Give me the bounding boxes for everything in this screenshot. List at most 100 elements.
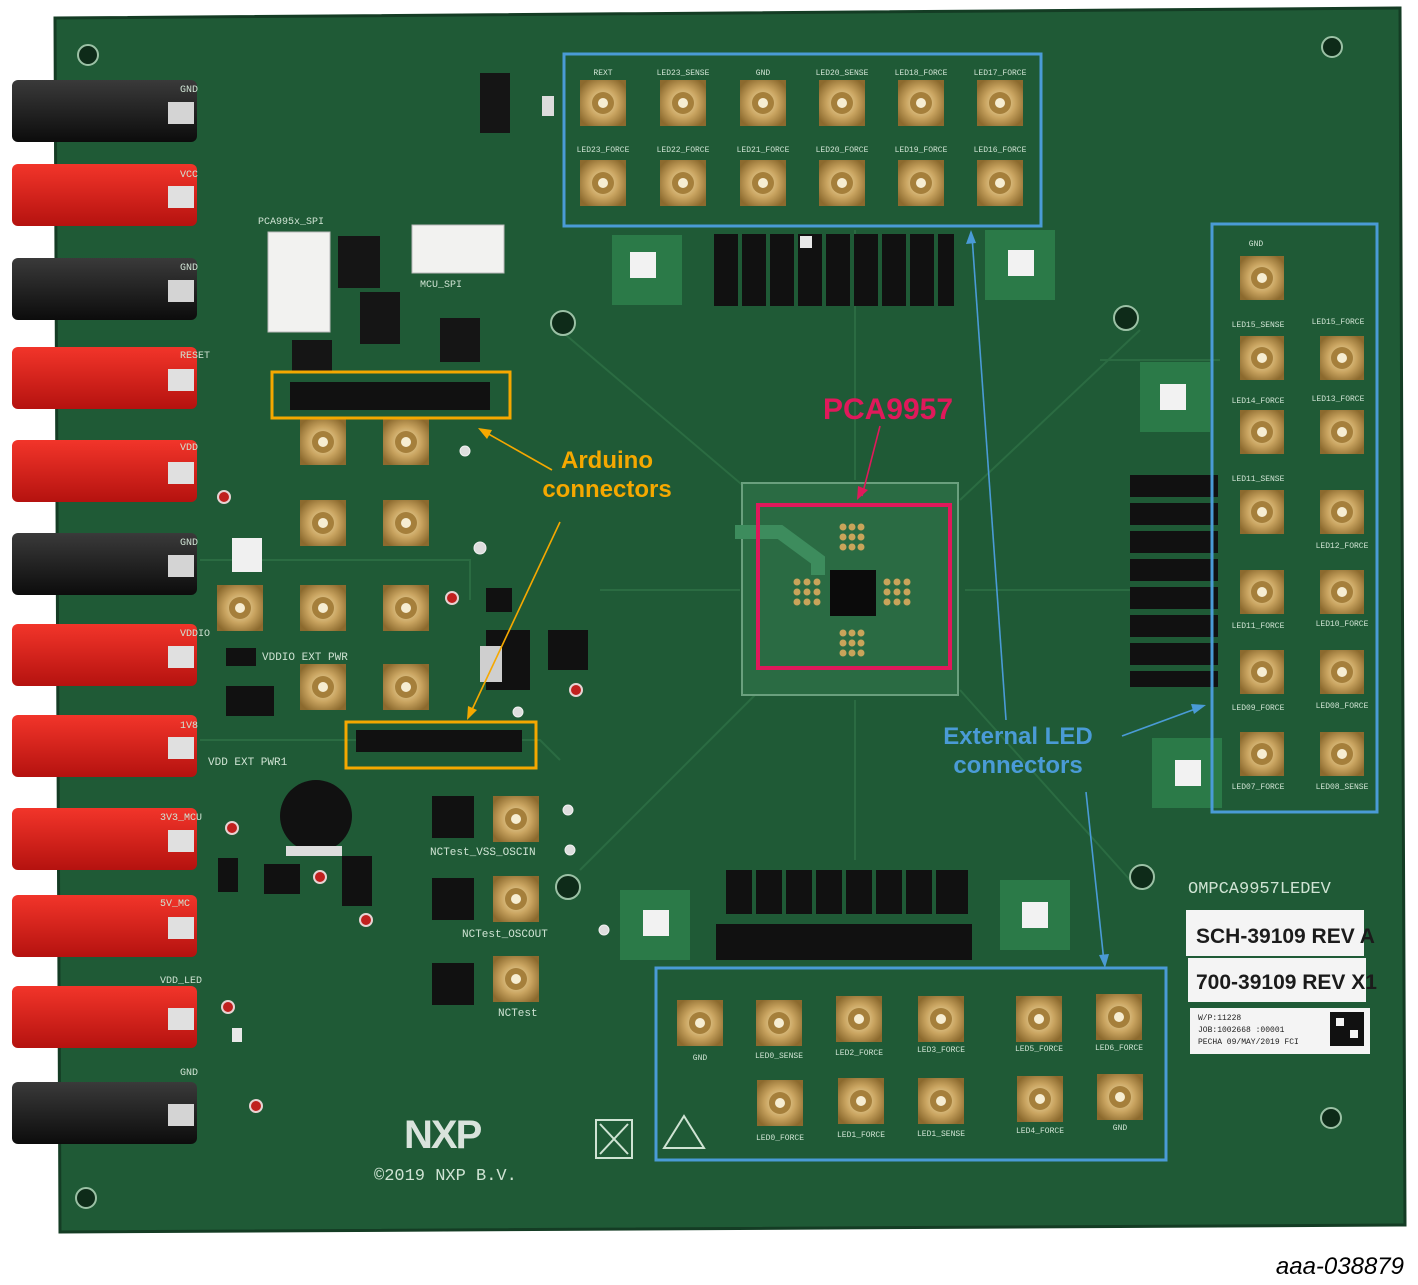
sma-connector: [383, 664, 429, 710]
terminal-red: [12, 895, 197, 957]
terminal-red: [12, 347, 197, 409]
arduino-box-top: [270, 370, 512, 420]
connector-label: LED6_FORCE: [1095, 1044, 1143, 1053]
sma-connector: [1097, 1074, 1143, 1120]
connector-label: LED22_FORCE: [657, 146, 710, 155]
right-sma-connectors: [1240, 256, 1364, 776]
pca9957-callout: PCA9957: [822, 393, 954, 426]
chip-pads: [793, 523, 911, 657]
sch-label: SCH-39109 REV A: [1196, 925, 1375, 948]
weee-symbol: [595, 1119, 633, 1159]
nxp-logo: NXP: [404, 1113, 482, 1157]
terminal-label: GND: [180, 538, 198, 549]
vdd-ext-label: VDD EXT PWR1: [208, 757, 288, 769]
terminal-red: [12, 440, 197, 502]
connector-label: LED23_FORCE: [577, 146, 630, 155]
top-connector-labels: REXT LED23_SENSE GND LED20_SENSE LED18_F…: [577, 69, 1027, 155]
sticker-line-1: W/P:11228: [1198, 1014, 1241, 1023]
connector-label: LED0_SENSE: [755, 1052, 803, 1061]
sma-connector: [1096, 994, 1142, 1040]
esd-symbol: [662, 1114, 706, 1149]
sma-connector: [1240, 256, 1284, 300]
pcb-traces: [200, 230, 1220, 881]
connector-label: LED0_FORCE: [756, 1134, 804, 1143]
annotation-arrows: [467, 230, 1206, 968]
sticker-line-2: JOB:1002668 :00001: [1198, 1026, 1285, 1035]
sma-connector: [300, 500, 346, 546]
sma-connector: [1017, 1076, 1063, 1122]
connector-label: LED5_FORCE: [1015, 1045, 1063, 1054]
sma-connector: [300, 585, 346, 631]
sma-connector: [1320, 570, 1364, 614]
terminal-label: 1V8: [180, 721, 198, 732]
terminal-black: [12, 258, 197, 320]
top-jumper-bank: [714, 234, 954, 306]
figure-id: aaa-038879: [1275, 1253, 1404, 1280]
sma-connector: [740, 80, 786, 126]
sma-connector: [677, 1000, 723, 1046]
sma-connector: [493, 876, 539, 922]
terminal-label: GND: [180, 85, 198, 96]
connector-label: LED10_FORCE: [1316, 620, 1369, 629]
terminal-label: RESET: [180, 351, 210, 362]
connector-label: LED18_FORCE: [895, 69, 948, 78]
terminal-label: 3V3_MCU: [160, 813, 202, 824]
sma-connector: [1240, 490, 1284, 534]
spi-label: PCA995x_SPI: [258, 217, 324, 228]
sma-connector: [918, 996, 964, 1042]
sma-connector: [493, 956, 539, 1002]
board-model: OMPCA9957LEDEV: [1188, 880, 1332, 899]
power-terminals: [12, 80, 197, 1144]
connector-label: LED08_SENSE: [1316, 783, 1369, 792]
vddio-ext-label: VDDIO EXT PWR: [262, 652, 348, 664]
connector-label: LED1_SENSE: [917, 1130, 965, 1139]
right-jumper-bank: [1130, 475, 1218, 687]
sma-connector: [819, 80, 865, 126]
sma-connector: [977, 80, 1023, 126]
terminal-black: [12, 1082, 197, 1144]
terminal-label: 5V_MC: [160, 899, 190, 910]
sma-connector: [660, 160, 706, 206]
connector-label: LED09_FORCE: [1232, 704, 1285, 713]
connector-label: LED1_FORCE: [837, 1131, 885, 1140]
sma-connector: [580, 160, 626, 206]
connector-label: LED08_FORCE: [1316, 702, 1369, 711]
top-sma-connectors: [580, 80, 1023, 206]
sma-connector: [383, 500, 429, 546]
sma-connector: [756, 1000, 802, 1046]
terminal-labels: GND VCC GND RESET VDD GND VDDIO 1V8 3V3_…: [160, 85, 210, 1079]
rgb-led-pads: [612, 230, 1222, 960]
terminal-label: VCC: [180, 170, 198, 181]
arduino-header-bottom: [356, 730, 522, 752]
sma-connector: [493, 796, 539, 842]
sma-connector: [1320, 336, 1364, 380]
sma-connector: [1320, 732, 1364, 776]
left-sma-connectors: [217, 419, 539, 1002]
sma-connector: [300, 419, 346, 465]
sch-sticker: [1186, 910, 1364, 956]
sma-connector: [660, 80, 706, 126]
sma-connector: [836, 996, 882, 1042]
arduino-box-bottom: [344, 720, 538, 770]
sma-connector: [300, 664, 346, 710]
terminal-label: VDD: [180, 443, 198, 454]
sma-connector: [1240, 570, 1284, 614]
terminal-label: GND: [180, 1068, 198, 1079]
connector-label: LED23_SENSE: [657, 69, 710, 78]
right-led-box: [1210, 222, 1379, 814]
connector-label: GND: [756, 69, 771, 78]
connector-label: LED3_FORCE: [917, 1046, 965, 1055]
connector-label: LED15_FORCE: [1312, 318, 1365, 327]
arduino-header-top: [290, 382, 490, 410]
sma-connector: [1240, 410, 1284, 454]
sma-connector: [217, 585, 263, 631]
connector-label: LED20_FORCE: [816, 146, 869, 155]
bottom-led-box: [654, 966, 1168, 1162]
sma-connector: [1320, 490, 1364, 534]
sma-connector: [898, 160, 944, 206]
sticker-line-3: PECHA 09/MAY/2019 FCI: [1198, 1038, 1299, 1047]
test-points: [217, 490, 583, 1113]
bottom-sma-connectors: [677, 994, 1143, 1126]
connector-label: REXT: [593, 69, 612, 78]
spi-headers: [267, 73, 554, 372]
